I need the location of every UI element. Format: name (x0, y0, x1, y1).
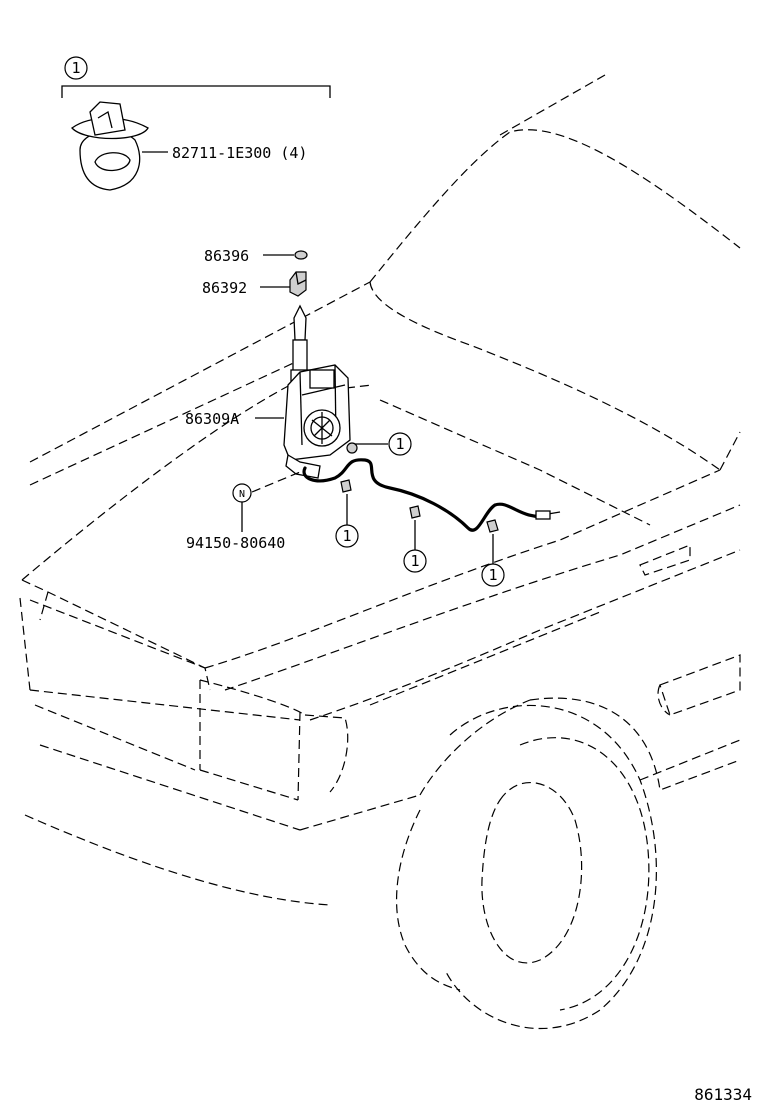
bezel-part (289, 271, 307, 297)
figure-number: 861334 (694, 1085, 752, 1104)
part-number-bolt: 94150-80640 (186, 534, 285, 552)
leader-bolt-dashed (251, 471, 301, 493)
special-symbol-label: N (239, 489, 245, 500)
nut-part (294, 250, 308, 260)
callout-label: 1 (488, 566, 497, 584)
callout-circle-1 (64, 56, 88, 80)
cable-clamp-1 (340, 479, 352, 493)
callout-label: 1 (342, 527, 351, 545)
callout-label: 1 (410, 552, 419, 570)
callout-label: 1 (71, 59, 80, 77)
callout-circle-5 (481, 563, 505, 587)
cable-clamp-3 (486, 519, 499, 533)
callout-circle-2 (388, 432, 412, 456)
part-number-clip: 82711-1E300 (4) (172, 144, 307, 162)
car-body-outline (19, 74, 741, 1030)
part-number-nut: 86396 (204, 247, 249, 265)
cable-clamp-2 (409, 505, 421, 519)
part-number-antenna-motor: 86309A (185, 410, 239, 428)
callout-label: 1 (395, 435, 404, 453)
part-number-bezel: 86392 (202, 279, 247, 297)
clip-part (71, 101, 149, 191)
callout-circle-4 (403, 549, 427, 573)
callout-circle-3 (335, 524, 359, 548)
antenna-cable (302, 458, 561, 532)
clip-detail-bracket: 1 (61, 56, 331, 98)
antenna-motor-assembly (283, 304, 358, 479)
